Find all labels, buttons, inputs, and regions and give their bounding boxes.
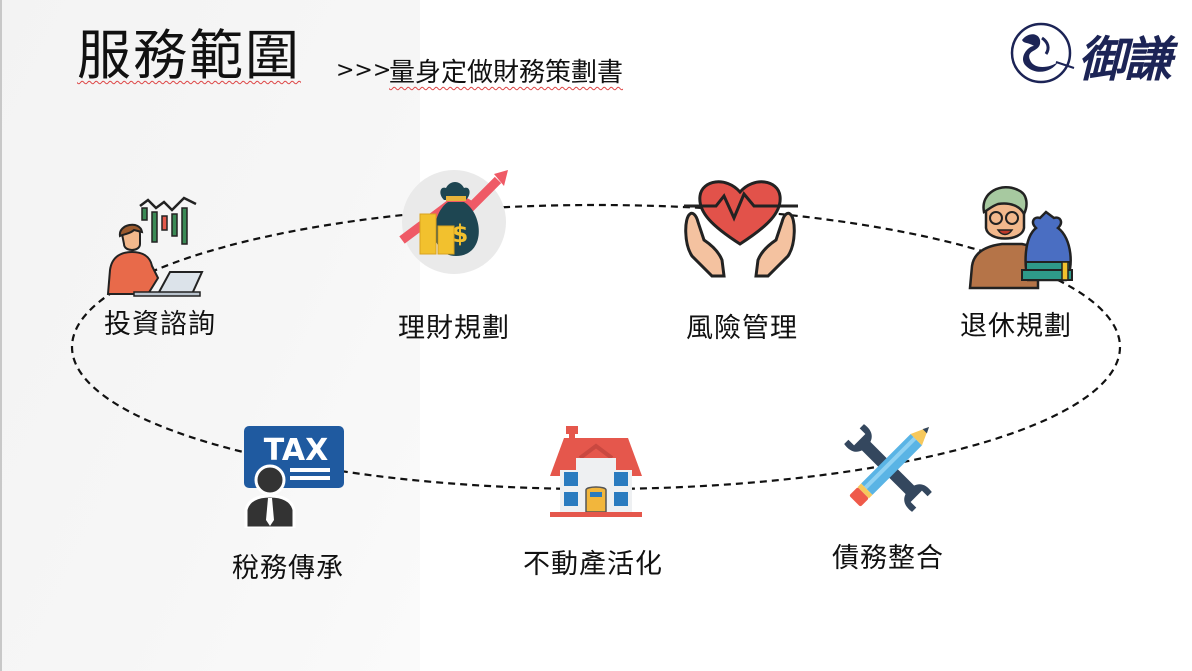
tax-text: TAX <box>264 433 328 468</box>
service-item-retirement-planning[interactable]: 退休規劃 <box>942 304 1090 343</box>
logo-text: 御謙 <box>1078 32 1172 88</box>
pencil-wrench-icon <box>838 418 938 516</box>
page-subtitle: 量身定做財務策劃書 <box>389 58 624 88</box>
tax-person-icon: TAX <box>242 424 346 530</box>
dragon-circle-logo-icon <box>1010 22 1075 84</box>
investor-laptop-chart-icon <box>104 194 204 298</box>
service-item-financial-planning[interactable]: 理財規劃 <box>380 306 528 345</box>
service-item-risk-management[interactable]: 風險管理 <box>668 306 816 345</box>
service-item-investment-consulting[interactable]: 投資諮詢 <box>86 302 234 341</box>
service-label: 退休規劃 <box>960 311 1072 342</box>
service-label: 債務整合 <box>832 543 944 574</box>
service-label: 風險管理 <box>686 313 798 344</box>
money-bag-coins-growth-icon: $ <box>398 166 510 276</box>
service-label: 理財規劃 <box>398 313 510 344</box>
service-item-tax-inheritance[interactable]: 稅務傳承 <box>214 546 362 585</box>
service-item-debt-consolidation[interactable]: 債務整合 <box>814 536 962 575</box>
heart-in-hands-icon <box>682 174 798 280</box>
elderly-man-savings-icon <box>966 184 1074 290</box>
company-logo: 御謙 <box>1008 18 1190 88</box>
subtitle-arrows: >>> <box>336 58 392 83</box>
service-label: 不動產活化 <box>523 549 663 580</box>
page-title: 服務範圍 <box>77 24 301 87</box>
service-label: 投資諮詢 <box>104 309 216 340</box>
service-item-real-estate-revitalization[interactable]: 不動產活化 <box>510 542 676 581</box>
dollar-sign-text: $ <box>452 220 469 248</box>
house-icon <box>546 424 646 518</box>
background-panel <box>0 0 420 671</box>
left-border <box>0 0 2 671</box>
service-label: 稅務傳承 <box>232 553 344 584</box>
